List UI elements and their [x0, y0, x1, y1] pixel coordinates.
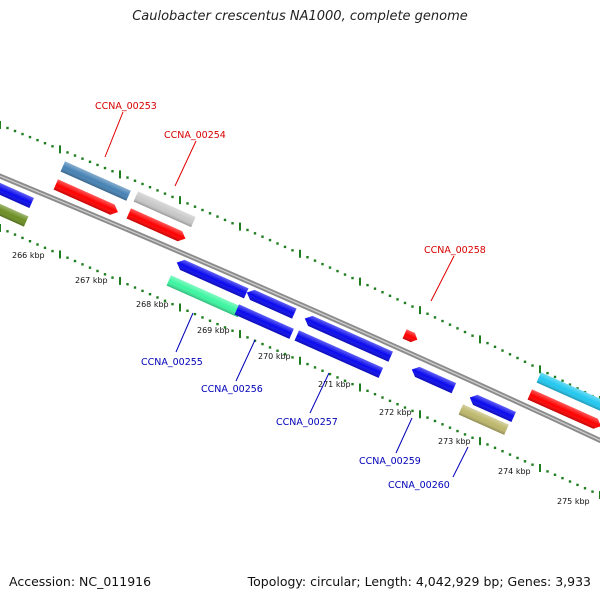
gene-ccna-00253[interactable]	[60, 161, 131, 201]
map-title: Caulobacter crescentus NA1000, complete …	[132, 9, 468, 24]
gene-bar-red[interactable]	[527, 389, 600, 431]
gene-bar-cyan[interactable]	[536, 372, 600, 413]
genome-backbone	[0, 173, 600, 444]
tick-label: 272 kbp	[379, 408, 412, 417]
gene-label-ccna-00253[interactable]: CCNA_00253	[95, 101, 157, 112]
tick-label: 267 kbp	[75, 276, 108, 285]
gene-ccna-00255[interactable]	[166, 275, 243, 318]
tick-label: 273 kbp	[438, 437, 471, 446]
gene-label-ccna-00260[interactable]: CCNA_00260	[388, 480, 450, 491]
tick-label: 270 kbp	[258, 352, 291, 361]
accession-text: Accession: NC_011916	[9, 574, 152, 589]
tick-label: 275 kbp	[557, 497, 590, 506]
tick-label: 274 kbp	[498, 467, 531, 476]
gene-ccna-00257[interactable]	[294, 330, 384, 378]
gene-bar-blue[interactable]	[468, 392, 516, 423]
gene-ccna-00260[interactable]	[458, 404, 509, 435]
gene-ccna-00258[interactable]	[402, 329, 420, 344]
tick-label: 269 kbp	[197, 326, 230, 335]
gene-features	[0, 161, 600, 435]
gene-ccna-00254[interactable]	[133, 191, 196, 228]
gene-label-ccna-00259[interactable]: CCNA_00259	[359, 456, 421, 467]
gene-label-ccna-00258[interactable]: CCNA_00258	[424, 245, 486, 256]
leader-lines	[104, 111, 469, 478]
gene-bar-red[interactable]	[126, 208, 188, 243]
gene-bar-red[interactable]	[53, 179, 121, 217]
gene-ccna-00256[interactable]	[234, 304, 294, 339]
gene-bar-blue[interactable]	[175, 257, 249, 299]
tick-label: 271 kbp	[318, 380, 351, 389]
kbp-labels: 266 kbp 267 kbp 268 kbp 269 kbp 270 kbp …	[12, 251, 590, 506]
gene-label-ccna-00255[interactable]: CCNA_00255	[141, 357, 203, 368]
tick-label: 268 kbp	[136, 300, 169, 309]
gene-labels: CCNA_00253 CCNA_00254 CCNA_00258 CCNA_00…	[95, 101, 486, 491]
gene-bar-blue[interactable]	[245, 287, 297, 319]
gene-ccna-00259[interactable]	[410, 364, 457, 394]
gene-bar[interactable]	[0, 199, 29, 227]
gene-label-ccna-00254[interactable]: CCNA_00254	[164, 130, 226, 141]
gene-label-ccna-00256[interactable]: CCNA_00256	[201, 384, 263, 395]
tick-label: 266 kbp	[12, 251, 45, 260]
gene-bar[interactable]	[0, 178, 34, 209]
genome-summary-text: Topology: circular; Length: 4,042,929 bp…	[247, 574, 591, 589]
gene-label-ccna-00257[interactable]: CCNA_00257	[276, 417, 338, 428]
tick-rows	[0, 121, 600, 499]
gene-bar-blue[interactable]	[303, 313, 393, 362]
